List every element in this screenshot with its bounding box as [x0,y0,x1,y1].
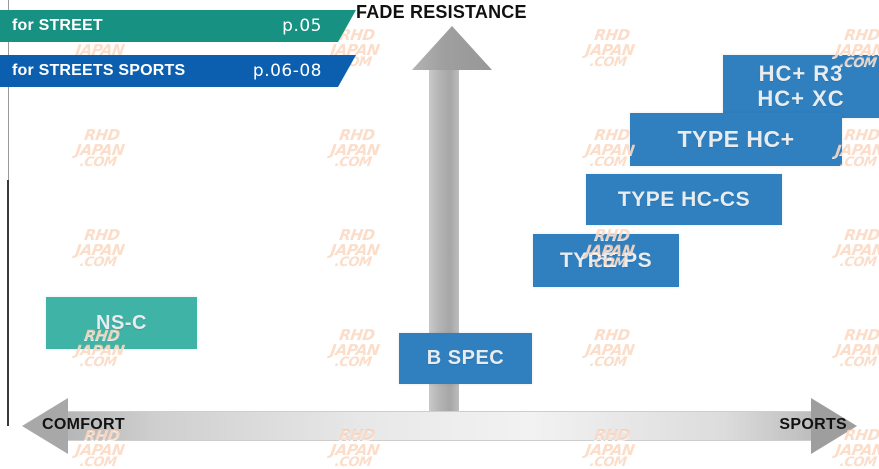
product-box-label: TYPE HC+ [677,125,795,152]
comfort-sports-axis-bar-edge [66,411,814,441]
axis-label-sports: SPORTS [779,416,847,433]
page-edge-line-top [8,0,9,180]
product-box-label: HC+ R3 HC+ XC [757,60,845,111]
product-box-label: B SPEC [426,347,505,370]
banner-label: for STREET [12,17,103,34]
axis-label-comfort: COMFORT [42,416,125,433]
banner-page-reference: p.05 [282,16,322,36]
axis-left-arrow-head [22,398,68,454]
product-box-type-hc-plus[interactable]: TYPE HC+ [630,113,842,166]
product-box-b-spec[interactable]: B SPEC [399,333,532,384]
banner-label: for STREETS SPORTS [12,62,186,79]
category-banner-for-street[interactable]: for STREET p.05 [0,10,356,42]
product-box-type-hc-cs[interactable]: TYPE HC-CS [586,174,782,225]
product-box-ns-c[interactable]: NS-C [46,297,197,349]
product-box-label: TYPE PS [559,248,653,272]
page-edge-line-bottom [7,180,9,426]
product-box-label: NS-C [96,311,147,334]
banner-page-reference: p.06-08 [252,61,322,81]
fade-resistance-title: FADE RESISTANCE [356,2,527,22]
category-banner-for-streets-sports[interactable]: for STREETS SPORTS p.06-08 [0,55,356,87]
product-box-label: TYPE HC-CS [617,187,751,211]
axis-right-arrow-head [811,398,857,454]
product-box-hc-plus-r3-xc[interactable]: HC+ R3 HC+ XC [723,55,879,118]
comfort-sports-axis-bar [66,411,814,441]
vertical-arrow-head [412,26,492,70]
product-box-type-ps[interactable]: TYPE PS [533,234,679,287]
